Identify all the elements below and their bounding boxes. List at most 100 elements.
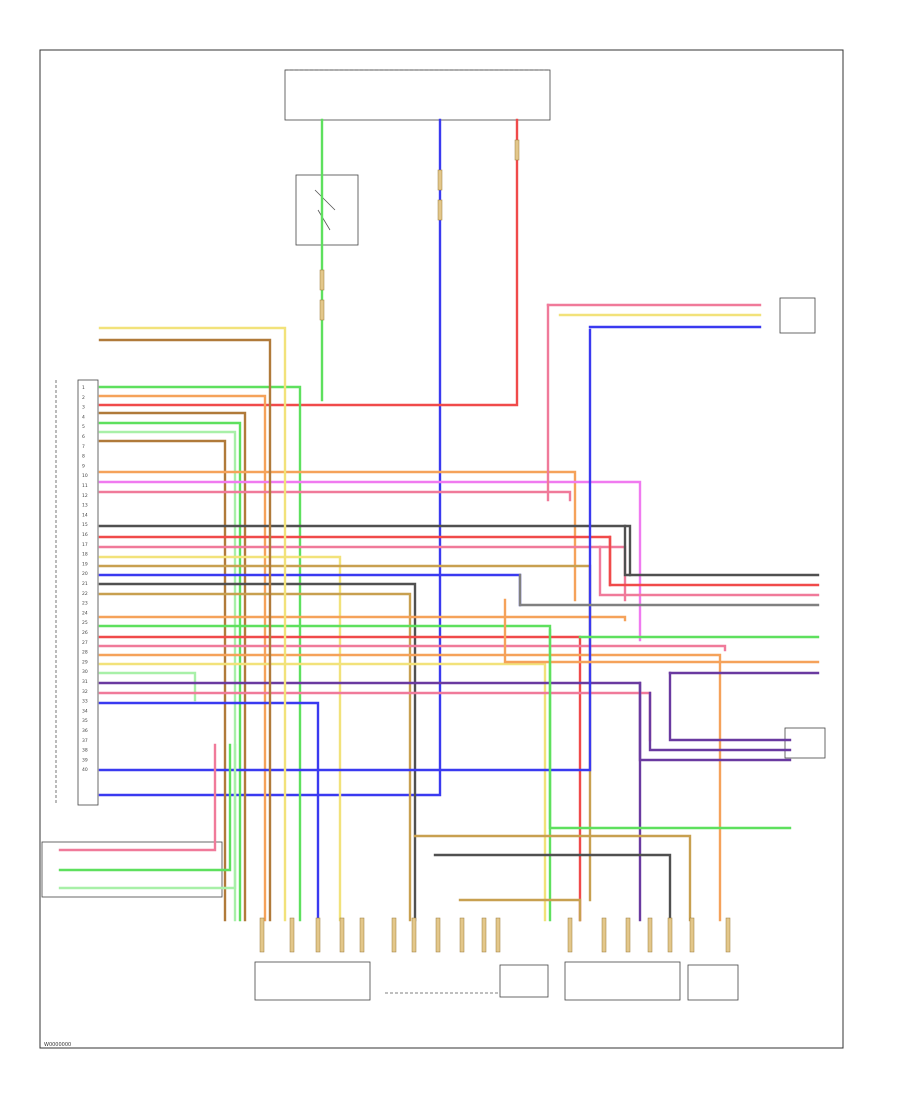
ecu-pin-number: 13 (82, 503, 88, 509)
wire-ecu-row-8 (98, 480, 642, 642)
wire-ecu-row-18 (98, 615, 627, 622)
ecu-pin-number: 1 (82, 385, 85, 391)
bottom-connector-pin (725, 917, 731, 953)
wire-right-11 (548, 628, 792, 830)
trunk-connector-pin (319, 269, 325, 291)
bottom-connector-pin (601, 917, 607, 953)
right-connector-top (779, 297, 816, 334)
wire-ecu-row-3 (98, 411, 247, 922)
bottom-connector-pin (625, 917, 631, 953)
ecu-connector-block (77, 379, 99, 806)
ecu-pin-number: 3 (82, 405, 85, 411)
bottom-connector-pin (495, 917, 501, 953)
wire-header-1 (98, 326, 287, 922)
wire-ecu-row-24 (98, 671, 197, 702)
bottom-connector-pin (435, 917, 441, 953)
diagram-frame (39, 49, 844, 1049)
bottom-connector-pin (411, 917, 417, 953)
ecu-pin-number: 28 (82, 650, 88, 656)
brake-switch-box (295, 174, 359, 246)
wire-ecu-row-2 (98, 394, 267, 922)
ecu-pin-number: 7 (82, 444, 85, 450)
wire-right-1 (623, 524, 820, 577)
ecu-pin-number: 2 (82, 395, 85, 401)
ecu-pin-number: 40 (82, 767, 88, 773)
ecu-pin-number: 19 (82, 561, 88, 567)
wire-bus-3 (458, 898, 582, 922)
wire-ecu-row-23 (98, 662, 547, 922)
trunk-connector-pin (319, 299, 325, 321)
wire-ecu-row-11 (98, 535, 612, 587)
wire-ecu-row-19 (98, 624, 552, 922)
ecu-pin-number: 14 (82, 512, 88, 518)
wire-ecu-row-16 (98, 582, 417, 922)
trunk-connector-pin (514, 139, 520, 161)
ecu-pin-number: 15 (82, 522, 88, 528)
wire-ecu-row-17 (98, 592, 412, 922)
ecu-pin-number: 12 (82, 493, 88, 499)
bottom-connector-pin (289, 917, 295, 953)
bottom-module-2 (499, 964, 549, 998)
ecu-pin-number: 27 (82, 640, 88, 646)
ecu-pin-number: 36 (82, 728, 88, 734)
ecu-pin-number: 32 (82, 689, 88, 695)
wire-right-2 (608, 535, 820, 587)
ecu-pin-number: 17 (82, 542, 88, 548)
ecu-pin-number: 8 (82, 454, 85, 460)
bottom-connector-pin (647, 917, 653, 953)
ecu-pin-number: 6 (82, 434, 85, 440)
ecu-pin-number: 25 (82, 620, 88, 626)
bottom-connector-pin (391, 917, 397, 953)
ecu-pin-number: 39 (82, 757, 88, 763)
ecu-pin-number: 30 (82, 669, 88, 675)
wire-bus-1 (413, 834, 692, 922)
bottom-connector-pin (567, 917, 573, 953)
wire-ecu-row-28 (98, 328, 592, 772)
wire-right-8 (668, 671, 792, 742)
ecu-pin-number: 5 (82, 424, 85, 430)
wire-right-3 (598, 545, 820, 597)
ecu-pin-number: 22 (82, 591, 88, 597)
ecu-pin-number: 24 (82, 610, 88, 616)
ecu-pin-number: 18 (82, 552, 88, 558)
ecu-pin-number: 34 (82, 708, 88, 714)
bottom-connector-pin (667, 917, 673, 953)
ecu-pin-number: 37 (82, 738, 88, 744)
wire-lower-1 (58, 743, 217, 852)
wire-ecu-row-26 (98, 691, 652, 742)
wire-ecu-row-10 (98, 524, 632, 577)
ecu-pin-number: 4 (82, 414, 85, 420)
wire-ecu-row-27 (98, 701, 320, 922)
ecu-pin-number: 21 (82, 581, 88, 587)
ecu-pin-number: 31 (82, 679, 88, 685)
brake-switch-contact (314, 189, 336, 231)
wire-lower-2 (58, 743, 232, 872)
wire-ecu-row-6 (98, 439, 227, 922)
ecu-pin-number: 35 (82, 718, 88, 724)
bottom-connector-pin (339, 917, 345, 953)
wire-right-4 (518, 573, 820, 607)
bottom-module-4 (687, 964, 739, 1001)
wire-group (58, 118, 820, 922)
bottom-connector-pin (315, 917, 321, 953)
bottom-module-3 (564, 961, 681, 1001)
bottom-connector-pin (459, 917, 465, 953)
right-connector-mid (784, 727, 826, 759)
ecu-pin-number: 10 (82, 473, 88, 479)
ecu-pin-number: 11 (82, 483, 88, 489)
wire-ecu-row-22 (98, 653, 722, 922)
bottom-connector-pin (481, 917, 487, 953)
wire-header-2 (98, 338, 272, 922)
ecu-pin-number: 29 (82, 659, 88, 665)
bottom-connector-pin (359, 917, 365, 953)
ecu-pin-number: 23 (82, 601, 88, 607)
wire-ecu-row-9 (98, 490, 572, 502)
wire-ecu-row-25 (98, 681, 642, 922)
connector-group (259, 139, 731, 953)
ecu-pin-number: 33 (82, 699, 88, 705)
wire-right-10 (638, 681, 792, 762)
wire-lower-3 (58, 743, 237, 890)
wire-ecu-row-4 (98, 421, 242, 922)
wire-ecu-row-21 (98, 644, 727, 652)
